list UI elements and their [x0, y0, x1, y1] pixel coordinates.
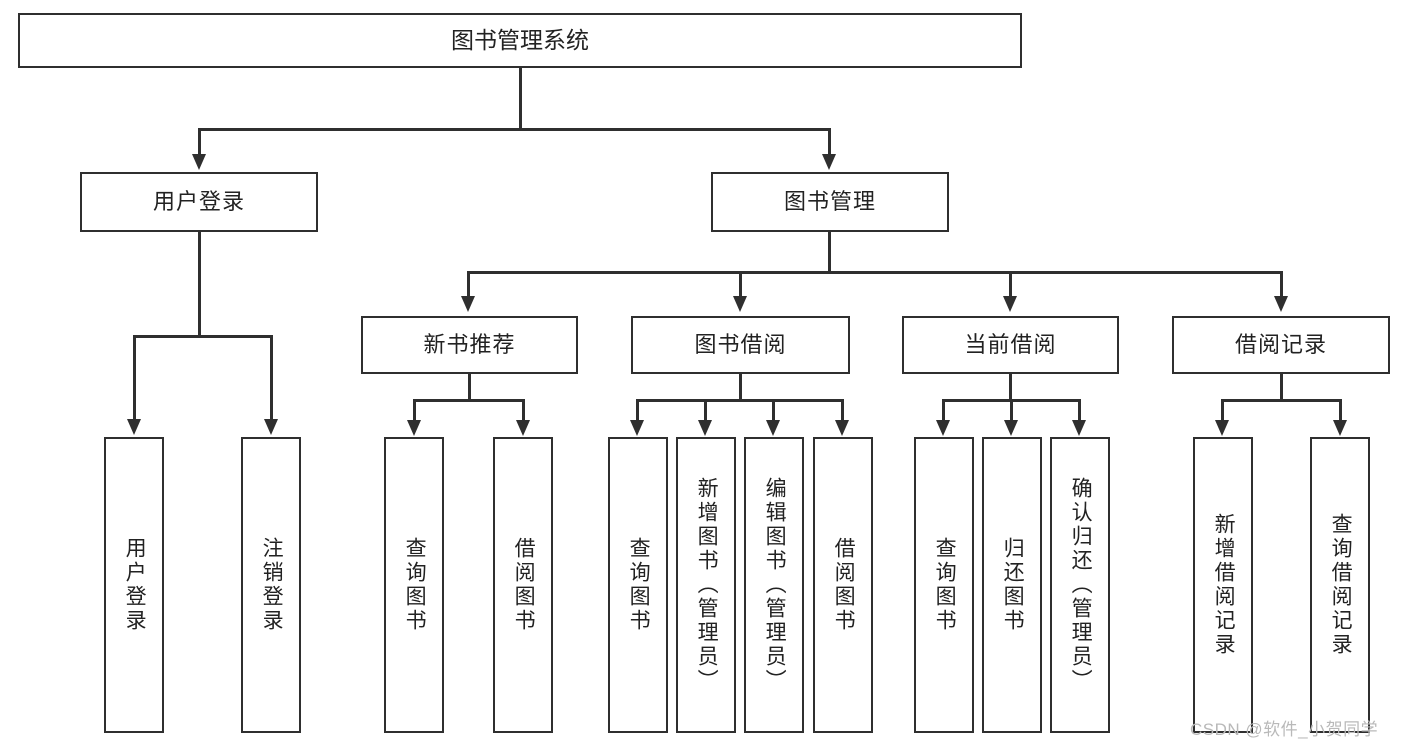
- leaf-br-query-record[interactable]: 查询借阅记录: [1310, 437, 1370, 733]
- node-label: 图书借阅: [694, 332, 787, 358]
- edge-current-borrow-stem: [1009, 374, 1012, 400]
- edge-drop-book-borrow: [739, 271, 742, 297]
- leaf-logout[interactable]: 注销登录: [241, 437, 301, 733]
- leaf-nb-borrow-book[interactable]: 借阅图书: [493, 437, 553, 733]
- edge-drop-leaf-logout: [270, 335, 273, 420]
- node-label: 查询图书: [627, 537, 651, 633]
- arrow-cb-2: [1004, 420, 1018, 436]
- node-new-book-recommend[interactable]: 新书推荐: [361, 316, 578, 374]
- node-label: 确认归还（管理员）: [1069, 477, 1093, 693]
- edge-level3-bar: [468, 271, 1282, 274]
- arrow-book-management: [822, 154, 836, 170]
- edge-drop-br-2: [1339, 399, 1342, 421]
- node-label: 编辑图书（管理员）: [763, 477, 787, 693]
- edge-drop-book-management: [828, 128, 831, 156]
- node-label: 新增图书（管理员）: [695, 477, 719, 693]
- edge-drop-borrow-record: [1280, 271, 1283, 297]
- node-label: 图书管理: [783, 189, 876, 215]
- node-label: 查询借阅记录: [1329, 513, 1353, 657]
- edge-new-book-bar: [414, 399, 524, 402]
- arrow-new-book-recommend: [461, 296, 475, 312]
- node-borrow-record[interactable]: 借阅记录: [1172, 316, 1390, 374]
- edge-drop-user-login: [198, 128, 201, 156]
- arrow-book-borrow: [733, 296, 747, 312]
- arrow-nb-1: [407, 420, 421, 436]
- edge-book-borrow-stem: [739, 374, 742, 400]
- node-label: 注销登录: [260, 537, 284, 633]
- leaf-bb-borrow-book[interactable]: 借阅图书: [813, 437, 873, 733]
- arrow-user-login: [192, 154, 206, 170]
- leaf-bb-query-book[interactable]: 查询图书: [608, 437, 668, 733]
- leaf-nb-query-book[interactable]: 查询图书: [384, 437, 444, 733]
- leaf-bb-edit-book-admin[interactable]: 编辑图书（管理员）: [744, 437, 804, 733]
- leaf-cb-query-book[interactable]: 查询图书: [914, 437, 974, 733]
- edge-drop-nb-1: [413, 399, 416, 421]
- edge-drop-cb-2: [1010, 399, 1013, 421]
- leaf-user-login[interactable]: 用户登录: [104, 437, 164, 733]
- arrow-cb-1: [936, 420, 950, 436]
- edge-book-borrow-bar: [636, 399, 844, 402]
- leaf-cb-confirm-return-admin[interactable]: 确认归还（管理员）: [1050, 437, 1110, 733]
- edge-root-stem: [519, 68, 522, 128]
- edge-level2-bar: [199, 128, 831, 131]
- node-label: 新书推荐: [423, 332, 516, 358]
- edge-user-login-stem: [198, 232, 201, 335]
- arrow-leaf-user-login: [127, 419, 141, 435]
- edge-drop-bb-1: [636, 399, 639, 421]
- edge-drop-nb-2: [522, 399, 525, 421]
- arrow-bb-2: [698, 420, 712, 436]
- edge-borrow-record-bar: [1221, 399, 1341, 402]
- node-label: 图书管理系统: [451, 27, 589, 54]
- edge-drop-bb-2: [704, 399, 707, 421]
- edge-book-management-stem: [828, 232, 831, 272]
- edge-drop-bb-3: [772, 399, 775, 421]
- node-book-management[interactable]: 图书管理: [711, 172, 949, 232]
- node-label: 借阅图书: [512, 537, 536, 633]
- edge-drop-br-1: [1221, 399, 1224, 421]
- node-label: 借阅记录: [1234, 332, 1327, 358]
- edge-drop-current-borrow: [1009, 271, 1012, 297]
- arrow-br-2: [1333, 420, 1347, 436]
- arrow-bb-1: [630, 420, 644, 436]
- edge-new-book-stem: [468, 374, 471, 400]
- node-label: 当前借阅: [964, 332, 1057, 358]
- edge-drop-bb-4: [841, 399, 844, 421]
- arrow-current-borrow: [1003, 296, 1017, 312]
- arrow-borrow-record: [1274, 296, 1288, 312]
- node-label: 用户登录: [123, 537, 147, 633]
- edge-drop-new-book: [467, 271, 470, 297]
- csdn-watermark: CSDN @软件_小贺同学: [1190, 720, 1379, 739]
- arrow-leaf-logout: [264, 419, 278, 435]
- edge-drop-cb-1: [942, 399, 945, 421]
- node-root-book-management-system[interactable]: 图书管理系统: [18, 13, 1022, 68]
- node-label: 归还图书: [1001, 537, 1025, 633]
- leaf-bb-add-book-admin[interactable]: 新增图书（管理员）: [676, 437, 736, 733]
- node-label: 新增借阅记录: [1212, 513, 1236, 657]
- node-current-borrow[interactable]: 当前借阅: [902, 316, 1119, 374]
- leaf-cb-return-book[interactable]: 归还图书: [982, 437, 1042, 733]
- arrow-br-1: [1215, 420, 1229, 436]
- edge-drop-leaf-user-login: [133, 335, 136, 420]
- arrow-nb-2: [516, 420, 530, 436]
- node-label: 借阅图书: [832, 537, 856, 633]
- edge-user-login-bar: [134, 335, 272, 338]
- node-label: 查询图书: [403, 537, 427, 633]
- arrow-bb-4: [835, 420, 849, 436]
- arrow-bb-3: [766, 420, 780, 436]
- edge-borrow-record-stem: [1280, 374, 1283, 400]
- node-label: 查询图书: [933, 537, 957, 633]
- node-label: 用户登录: [152, 189, 245, 215]
- node-user-login[interactable]: 用户登录: [80, 172, 318, 232]
- arrow-cb-3: [1072, 420, 1086, 436]
- leaf-br-add-record[interactable]: 新增借阅记录: [1193, 437, 1253, 733]
- edge-drop-cb-3: [1078, 399, 1081, 421]
- node-book-borrow[interactable]: 图书借阅: [631, 316, 850, 374]
